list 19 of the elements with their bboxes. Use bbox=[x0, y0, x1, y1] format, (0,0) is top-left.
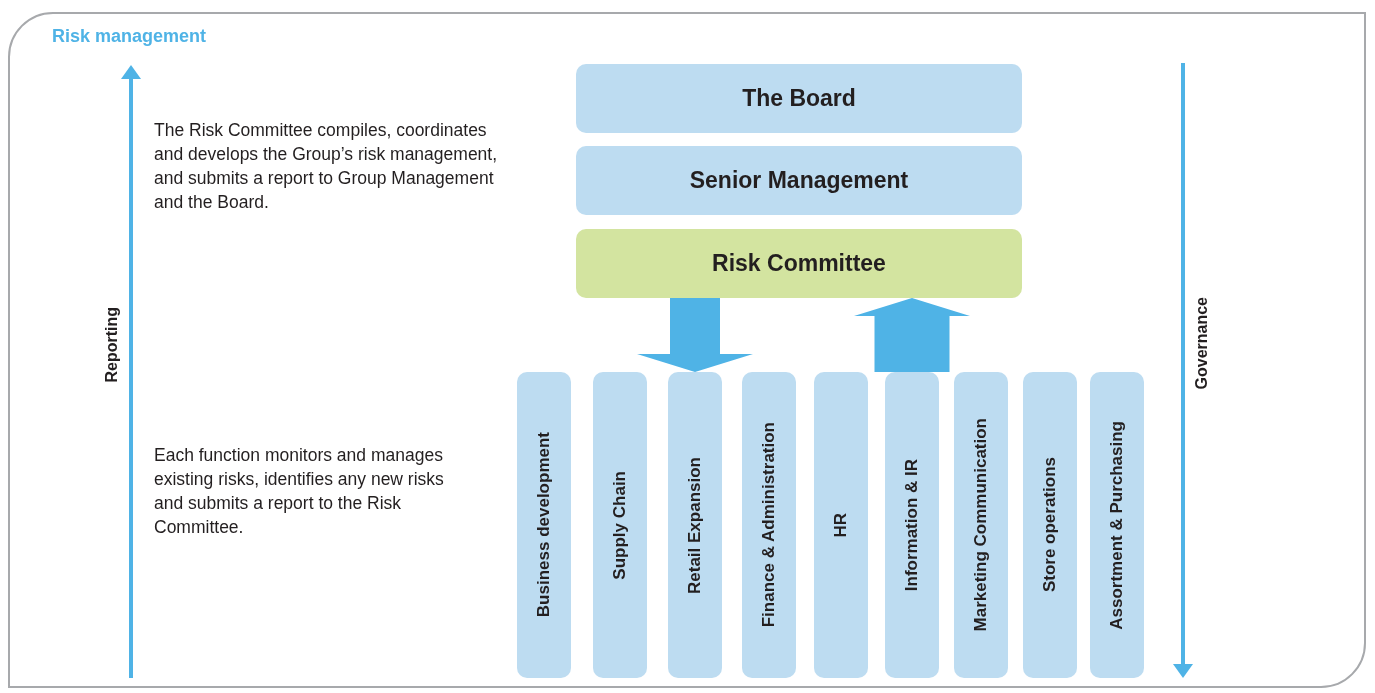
function-box: Assortment & Purchasing bbox=[1090, 372, 1144, 678]
axis-label: Reporting bbox=[103, 307, 121, 383]
function-box: Business development bbox=[517, 372, 571, 678]
function-box: Marketing Communication bbox=[954, 372, 1008, 678]
description-text: The Risk Committee compiles, coordinates and develops the Group’s risk management, and submits a report to Group Management and the Board. bbox=[154, 119, 499, 214]
function-box: Information & IR bbox=[885, 372, 939, 678]
description-text: Each function monitors and manages existing risks, identifies any new risks and submits a report to the Risk Committee. bbox=[154, 444, 445, 539]
committee-box: Risk Committee bbox=[576, 229, 1022, 298]
section-title: Risk management bbox=[52, 26, 207, 47]
level-box: The Board bbox=[576, 64, 1022, 133]
function-box: Store operations bbox=[1023, 372, 1077, 678]
function-box: Supply Chain bbox=[593, 372, 647, 678]
axis-label: Governance bbox=[1193, 297, 1211, 390]
function-box: Finance & Administration bbox=[742, 372, 796, 678]
block-arrow bbox=[637, 298, 753, 372]
function-box: HR bbox=[814, 372, 868, 678]
block-arrow bbox=[854, 298, 970, 372]
level-box: Senior Management bbox=[576, 146, 1022, 215]
function-box: Retail Expansion bbox=[668, 372, 722, 678]
